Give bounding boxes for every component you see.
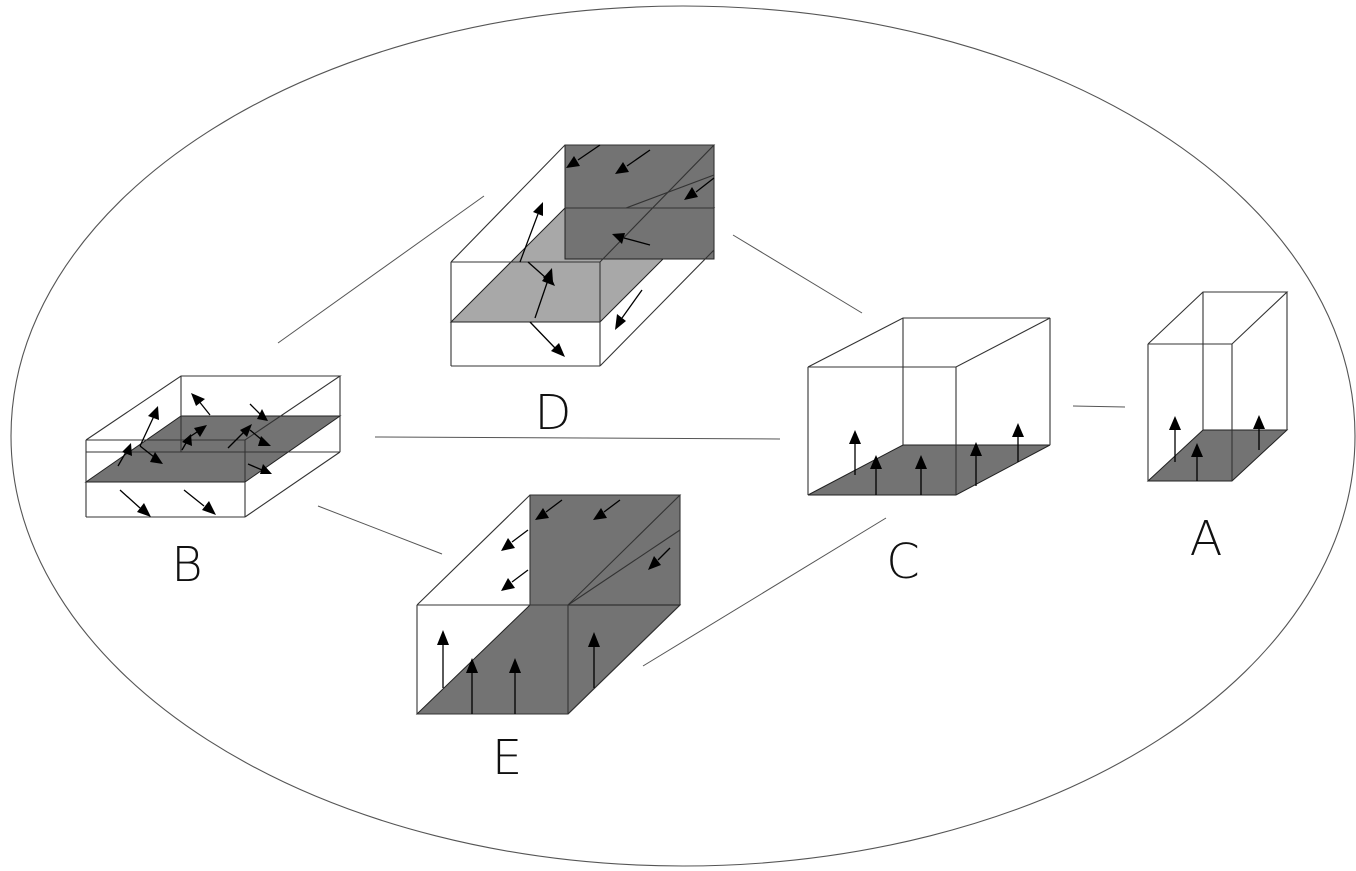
connector-b-c xyxy=(374,436,781,440)
arrow xyxy=(509,658,521,714)
arrow xyxy=(970,442,982,486)
arrow xyxy=(535,499,563,520)
arrow xyxy=(534,268,553,319)
arrow xyxy=(247,463,272,474)
arrow xyxy=(139,406,159,447)
label-e: E xyxy=(492,730,522,786)
arrow xyxy=(501,529,529,551)
box-a-bottom-face xyxy=(1146,429,1289,482)
label-b: B xyxy=(171,537,202,593)
box-d: D xyxy=(449,144,716,441)
box-e-arrows xyxy=(437,499,671,714)
box-e-wireframe xyxy=(416,494,682,715)
arrow xyxy=(870,455,882,495)
box-d-wireframe xyxy=(450,144,716,367)
arrow xyxy=(648,547,671,570)
arrow xyxy=(466,658,478,714)
arrow xyxy=(529,321,565,357)
connector-lines xyxy=(277,195,1126,667)
arrow xyxy=(139,445,163,464)
arrow xyxy=(181,434,192,451)
box-c-bottom-face xyxy=(807,444,1051,496)
enclosing-ellipse xyxy=(10,5,1356,867)
arrow xyxy=(501,569,529,591)
arrow xyxy=(684,177,715,200)
arrow xyxy=(566,144,601,168)
box-e-bottom-face xyxy=(415,604,682,715)
connector-e-c xyxy=(642,517,887,667)
box-b-wireframe xyxy=(85,375,342,518)
arrow xyxy=(615,149,651,174)
box-a-wireframe xyxy=(1147,291,1289,481)
box-b: B xyxy=(84,375,342,593)
connector-c-a xyxy=(1072,405,1126,408)
box-c-arrows xyxy=(849,423,1024,495)
arrow xyxy=(119,489,151,517)
connector-b-d xyxy=(277,195,485,344)
arrow xyxy=(588,632,600,688)
arrow xyxy=(183,489,216,515)
arrow xyxy=(593,499,621,520)
arrow xyxy=(249,429,271,446)
arrow xyxy=(117,443,132,467)
box-a: A xyxy=(1146,291,1289,567)
label-d: D xyxy=(535,385,572,441)
arrow xyxy=(249,403,268,421)
arrow xyxy=(519,202,543,263)
arrow xyxy=(227,424,252,449)
box-d-arrows xyxy=(519,144,715,357)
arrow xyxy=(1169,416,1181,462)
box-e: E xyxy=(415,494,682,786)
arrow xyxy=(915,455,927,495)
label-a: A xyxy=(1190,511,1223,567)
arrow xyxy=(615,289,643,330)
arrow xyxy=(1012,423,1024,462)
arrow xyxy=(1253,415,1265,450)
arrow xyxy=(849,430,861,475)
connector-b-e xyxy=(317,505,443,555)
arrow xyxy=(1191,443,1203,481)
box-a-arrows xyxy=(1169,415,1265,481)
arrow xyxy=(437,630,449,688)
box-c: C xyxy=(807,317,1051,590)
arrow xyxy=(612,233,651,246)
box-c-wireframe xyxy=(807,317,1051,495)
box-b-arrows xyxy=(117,393,272,517)
label-c: C xyxy=(886,534,920,590)
connector-d-c xyxy=(732,234,863,314)
box-b-mid-plane xyxy=(84,415,342,483)
arrow xyxy=(191,393,211,416)
